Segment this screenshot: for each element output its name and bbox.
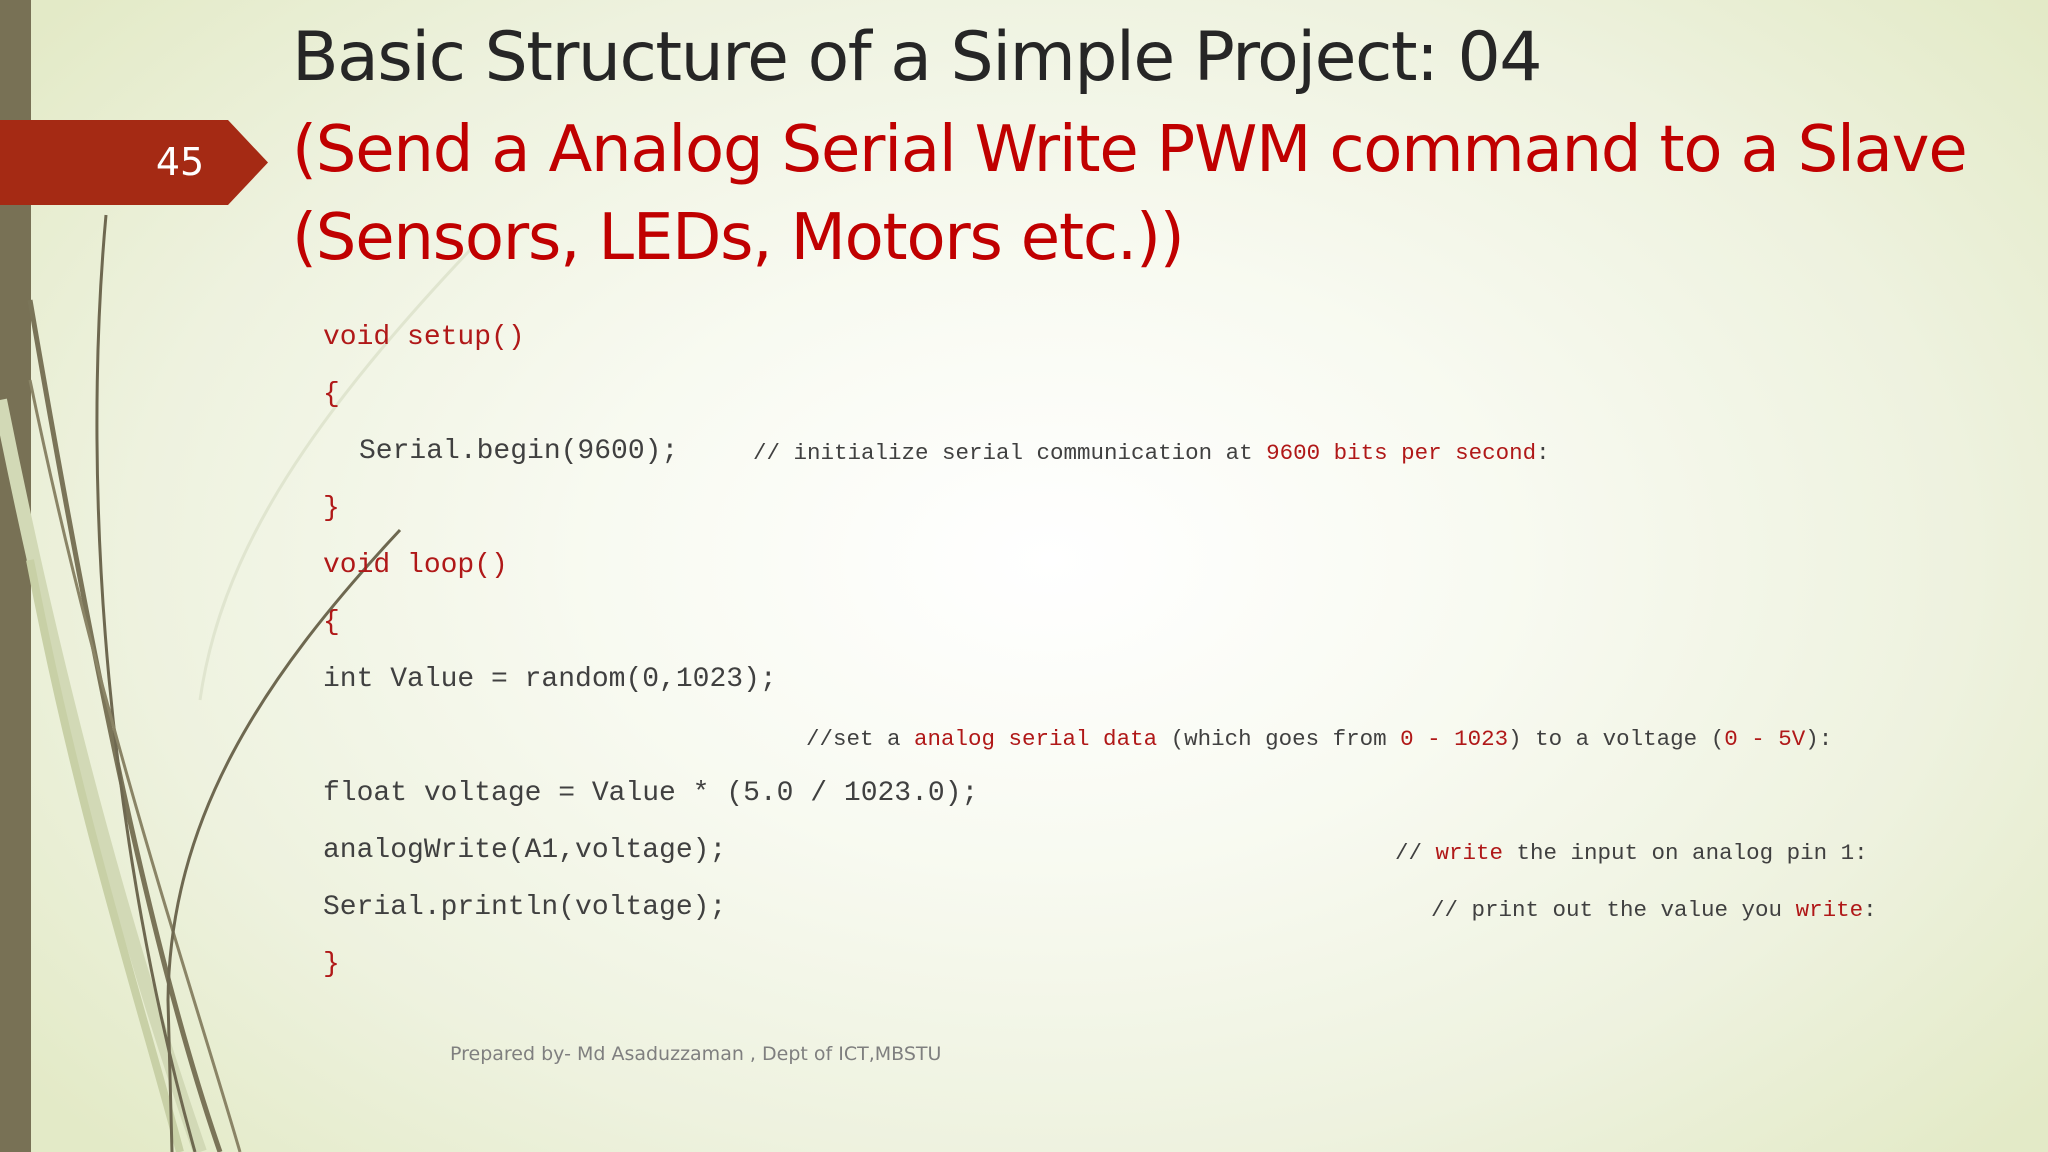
code-line-analog-write: analogWrite(A1,voltage); <box>323 835 727 866</box>
slide-title: Basic Structure of a Simple Project: 04 <box>292 18 1543 97</box>
code-close-brace: } <box>323 949 340 980</box>
slide-number: 45 <box>155 140 205 184</box>
slide-subtitle: (Send a Analog Serial Write PWM command … <box>292 113 1968 275</box>
code-line-loop: void loop() <box>323 550 508 581</box>
code-open-brace: { <box>323 607 340 638</box>
comment-text: // print out the value you <box>1431 897 1796 923</box>
comment-highlight: write <box>1435 840 1504 866</box>
comment-highlight: 0 - 5V <box>1724 726 1806 752</box>
code-comment-set: //set a analog serial data (which goes f… <box>806 724 1832 754</box>
comment-text: // initialize serial communication at <box>753 440 1267 466</box>
comment-highlight: 9600 bits per second <box>1266 440 1537 466</box>
comment-text: the input on analog pin 1: <box>1503 840 1868 866</box>
code-line-float-voltage: float voltage = Value * (5.0 / 1023.0); <box>323 778 979 809</box>
code-line-int-value: int Value = random(0,1023); <box>323 664 777 695</box>
comment-text: : <box>1536 440 1550 466</box>
comment-text: //set a <box>806 726 915 752</box>
comment-text: : <box>1863 897 1877 923</box>
comment-highlight: 0 - 1023 <box>1400 726 1509 752</box>
code-comment-init: // initialize serial communication at 96… <box>753 438 1550 468</box>
comment-highlight: analog serial data <box>914 726 1158 752</box>
code-comment-write: // write the input on analog pin 1: <box>1395 838 1868 868</box>
slide-number-tab <box>0 120 268 205</box>
code-comment-print: // print out the value you write: <box>1431 895 1877 925</box>
footer-credit: Prepared by- Md Asaduzzaman , Dept of IC… <box>450 1043 942 1065</box>
code-open-brace: { <box>323 379 340 410</box>
comment-text: (which goes from <box>1157 726 1401 752</box>
code-line-setup: void setup() <box>323 322 525 353</box>
comment-text: ) to a voltage ( <box>1508 726 1725 752</box>
code-line-serial-println: Serial.println(voltage); <box>323 892 727 923</box>
comment-text: ): <box>1805 726 1833 752</box>
comment-highlight: write <box>1795 897 1864 923</box>
comment-text: // <box>1395 840 1436 866</box>
code-close-brace: } <box>323 493 340 524</box>
code-line-serial-begin: Serial.begin(9600); <box>359 436 679 467</box>
